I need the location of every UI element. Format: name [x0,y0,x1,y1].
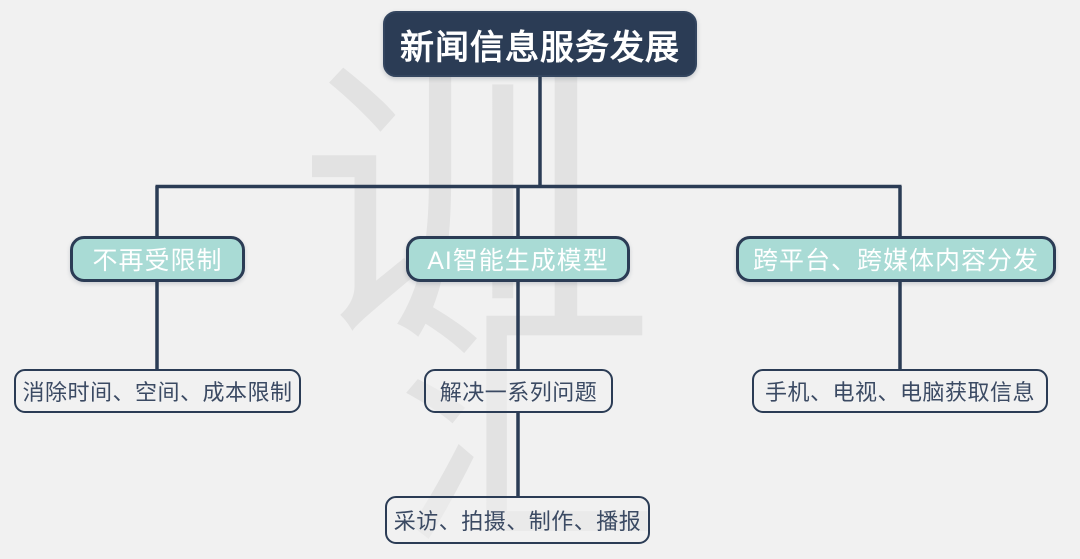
node-branch-3[interactable]: 跨平台、跨媒体内容分发 [736,236,1056,282]
node-leaf-2[interactable]: 解决一系列问题 [424,369,613,413]
node-leaf-3-label: 手机、电视、电脑获取信息 [764,380,1035,405]
node-branch-1[interactable]: 不再受限制 [70,236,245,282]
node-branch-3-label: 跨平台、跨媒体内容分发 [752,247,1039,275]
node-root-label: 新闻信息服务发展 [400,28,680,67]
node-root[interactable]: 新闻信息服务发展 [383,11,697,77]
node-leaf-4[interactable]: 采访、拍摄、制作、播报 [385,496,650,544]
node-leaf-2-label: 解决一系列问题 [439,380,598,405]
node-leaf-1-label: 消除时间、空间、成本限制 [22,380,293,405]
node-leaf-3[interactable]: 手机、电视、电脑获取信息 [752,369,1048,413]
node-branch-1-label: 不再受限制 [92,247,223,275]
node-leaf-4-label: 采访、拍摄、制作、播报 [393,509,642,534]
node-leaf-1[interactable]: 消除时间、空间、成本限制 [14,369,301,413]
node-branch-2-label: AI智能生成模型 [427,247,609,275]
node-branch-2[interactable]: AI智能生成模型 [406,236,630,282]
